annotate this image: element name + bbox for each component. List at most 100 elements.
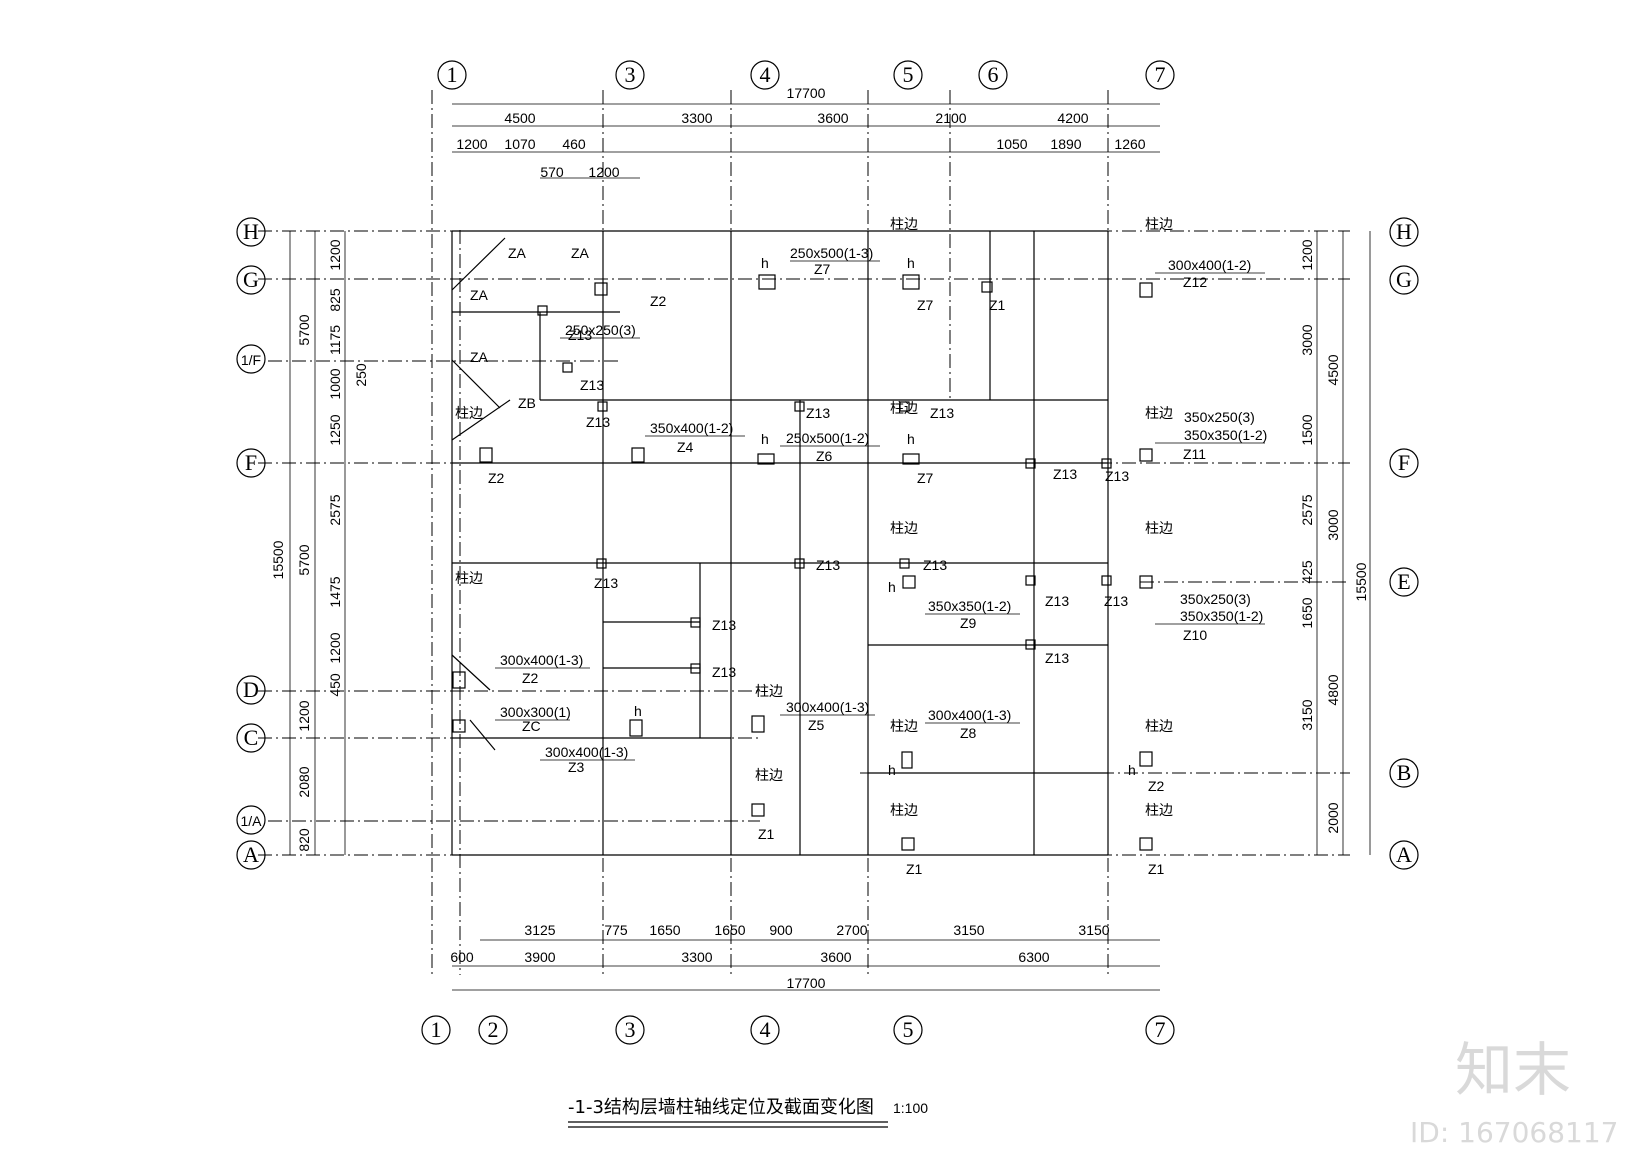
svg-text:Z11: Z11 — [1183, 446, 1206, 462]
svg-text:1: 1 — [431, 1017, 442, 1042]
svg-text:4800: 4800 — [1325, 674, 1341, 705]
svg-text:7: 7 — [1155, 1017, 1166, 1042]
svg-text:15500: 15500 — [1353, 562, 1369, 601]
svg-text:柱边: 柱边 — [455, 405, 483, 421]
svg-text:3150: 3150 — [953, 922, 984, 938]
svg-text:Z7: Z7 — [814, 261, 831, 277]
svg-text:ZA: ZA — [508, 245, 527, 261]
svg-text:250x500(1-3): 250x500(1-3) — [790, 245, 873, 261]
svg-text:1200: 1200 — [1299, 239, 1315, 270]
svg-text:1/F: 1/F — [241, 352, 261, 368]
svg-text:H: H — [243, 219, 259, 244]
svg-text:6300: 6300 — [1018, 949, 1049, 965]
svg-text:Z6: Z6 — [816, 448, 833, 464]
svg-text:3900: 3900 — [524, 949, 555, 965]
svg-text:5: 5 — [903, 1017, 914, 1042]
svg-text:D: D — [243, 677, 259, 702]
svg-text:2080: 2080 — [296, 766, 312, 797]
axis-bubble: E — [1389, 567, 1419, 597]
svg-text:Z13: Z13 — [923, 557, 947, 573]
svg-text:250x250(3): 250x250(3) — [565, 322, 636, 338]
svg-text:Z7: Z7 — [917, 297, 934, 313]
svg-text:h: h — [907, 255, 915, 271]
wall-lines — [451, 230, 1109, 856]
svg-text:300x300(1): 300x300(1) — [500, 704, 571, 720]
axis-bubble: A — [236, 840, 266, 870]
svg-text:ZA: ZA — [470, 349, 489, 365]
svg-text:15500: 15500 — [270, 540, 286, 579]
svg-text:G: G — [243, 267, 259, 292]
svg-text:E: E — [1397, 569, 1410, 594]
svg-text:350x350(1-2): 350x350(1-2) — [928, 598, 1011, 614]
svg-text:2700: 2700 — [836, 922, 867, 938]
svg-text:Z5: Z5 — [808, 717, 825, 733]
axis-bubble: 1 — [421, 1015, 451, 1045]
svg-text:Z4: Z4 — [677, 439, 694, 455]
axis-bubble: 4 — [750, 1015, 780, 1045]
svg-text:1200: 1200 — [456, 136, 487, 152]
svg-text:ZA: ZA — [470, 287, 489, 303]
svg-text:Z13: Z13 — [712, 664, 736, 680]
svg-text:h: h — [634, 703, 642, 719]
svg-text:5700: 5700 — [296, 314, 312, 345]
svg-text:柱边: 柱边 — [455, 570, 483, 586]
svg-text:4500: 4500 — [504, 110, 535, 126]
watermark-id: ID: 167068117 — [1410, 1116, 1618, 1149]
svg-text:ZB: ZB — [518, 395, 536, 411]
columns — [452, 274, 1153, 851]
svg-text:柱边: 柱边 — [890, 400, 918, 416]
svg-text:1: 1 — [447, 62, 458, 87]
svg-text:300x400(1-2): 300x400(1-2) — [1168, 257, 1251, 273]
svg-text:h: h — [761, 255, 769, 271]
svg-text:1200: 1200 — [327, 239, 343, 270]
wall-edge-tags: 柱边 柱边 柱边 柱边 柱边 柱边 柱边 柱边 柱边 柱边 柱边 柱边 柱边 柱… — [455, 216, 1173, 818]
svg-text:3600: 3600 — [817, 110, 848, 126]
axis-bubbles-right: H G F E B A — [1389, 217, 1419, 870]
svg-text:Z2: Z2 — [522, 670, 539, 686]
svg-text:1500: 1500 — [1299, 414, 1315, 445]
svg-text:Z2: Z2 — [1148, 778, 1165, 794]
axis-bubble: 6 — [978, 60, 1008, 90]
svg-text:425: 425 — [1299, 560, 1315, 584]
axis-bubble: 2 — [478, 1015, 508, 1045]
svg-text:460: 460 — [562, 136, 586, 152]
svg-text:1000: 1000 — [327, 368, 343, 399]
svg-text:1650: 1650 — [714, 922, 745, 938]
svg-text:柱边: 柱边 — [890, 718, 918, 734]
column-labels: ZA ZA ZA ZA ZB Z2 Z2 Z7 Z7 Z7 Z1 Z12 Z13… — [470, 245, 1207, 877]
svg-text:1050: 1050 — [996, 136, 1027, 152]
svg-text:350x400(1-2): 350x400(1-2) — [650, 420, 733, 436]
svg-text:300x400(1-3): 300x400(1-3) — [928, 707, 1011, 723]
svg-text:825: 825 — [327, 288, 343, 312]
svg-text:250x500(1-2): 250x500(1-2) — [786, 430, 869, 446]
left-dimensions: 15500 5700 5700 1200 825 1175 1000 250 1… — [270, 231, 369, 855]
svg-text:3150: 3150 — [1299, 699, 1315, 730]
svg-text:柱边: 柱边 — [1145, 802, 1173, 818]
axis-bubble: H — [236, 217, 266, 247]
svg-text:Z2: Z2 — [650, 293, 667, 309]
svg-text:1650: 1650 — [649, 922, 680, 938]
svg-text:Z13: Z13 — [1105, 468, 1129, 484]
svg-text:h: h — [1128, 762, 1136, 778]
svg-text:Z13: Z13 — [568, 327, 592, 343]
axis-bubble: F — [236, 448, 266, 478]
axis-bubble: 3 — [615, 1015, 645, 1045]
axis-bubbles-bottom: 1 2 3 4 5 7 — [421, 1015, 1175, 1045]
watermark-logo: 知末 — [1455, 1036, 1571, 1104]
right-dimensions: 1200 3000 1500 2575 425 1650 3150 2000 4… — [1299, 231, 1371, 855]
svg-text:2575: 2575 — [1299, 494, 1315, 525]
svg-text:4: 4 — [760, 1017, 771, 1042]
svg-text:柱边: 柱边 — [890, 520, 918, 536]
svg-text:2100: 2100 — [935, 110, 966, 126]
svg-text:350x350(1-2): 350x350(1-2) — [1184, 427, 1267, 443]
svg-text:3150: 3150 — [1078, 922, 1109, 938]
svg-text:Z13: Z13 — [816, 557, 840, 573]
svg-text:3600: 3600 — [820, 949, 851, 965]
svg-text:Z13: Z13 — [1045, 650, 1069, 666]
svg-text:柱边: 柱边 — [890, 802, 918, 818]
svg-text:1200: 1200 — [327, 632, 343, 663]
svg-text:Z10: Z10 — [1183, 627, 1207, 643]
svg-text:F: F — [245, 450, 257, 475]
axis-bubble: 1/F — [236, 344, 266, 374]
svg-text:柱边: 柱边 — [1145, 405, 1173, 421]
